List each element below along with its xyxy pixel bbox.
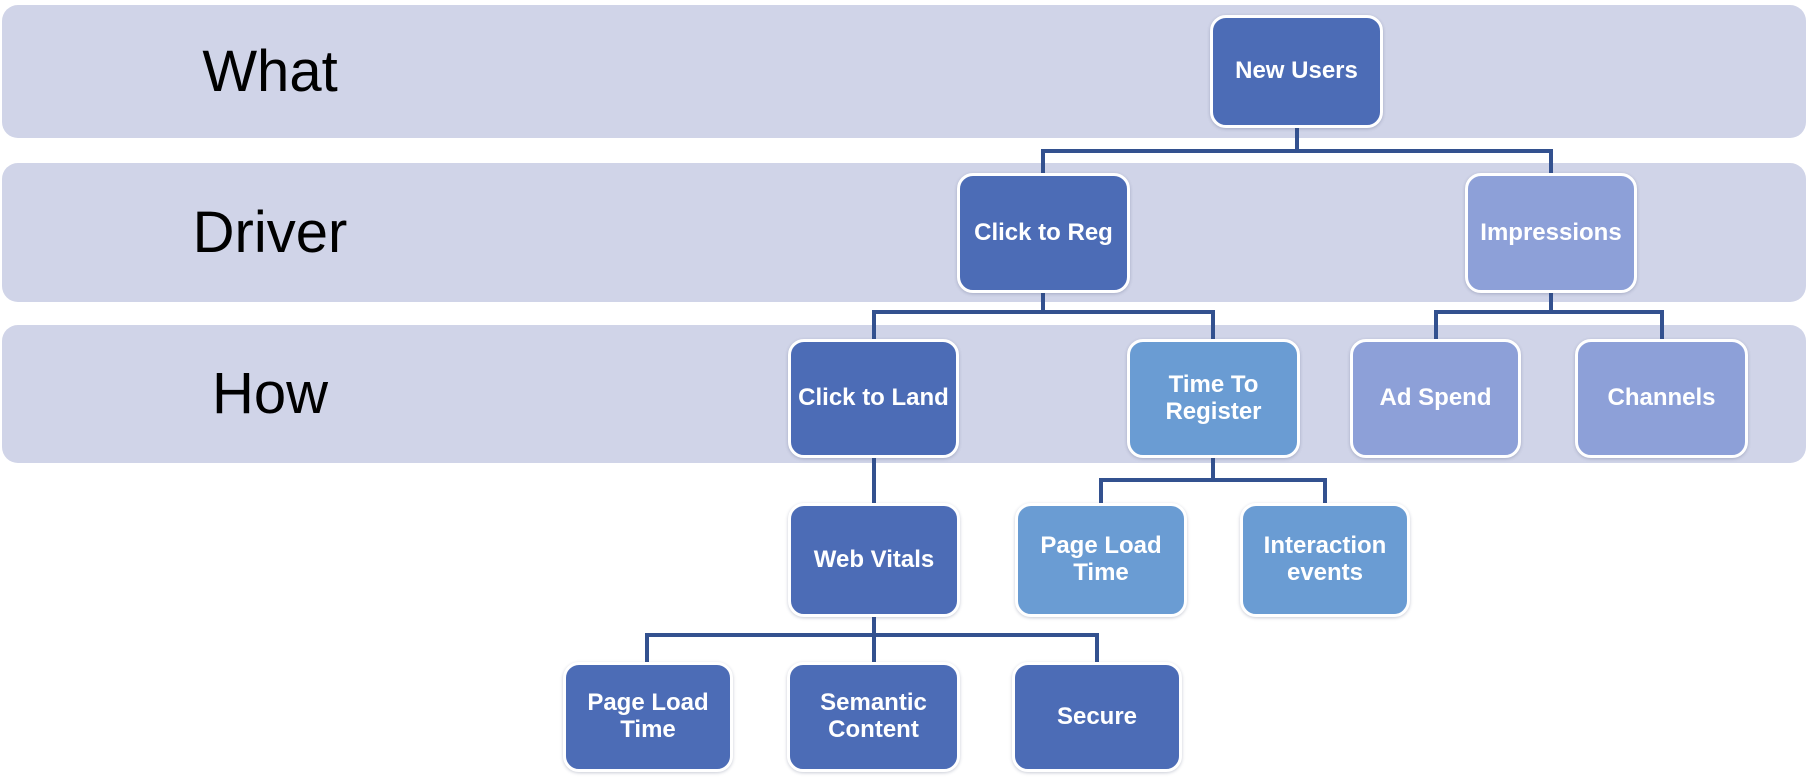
- edge-time-to-register-children: [1099, 478, 1327, 503]
- node-label: Page Load Time: [1040, 532, 1162, 586]
- node-label: Impressions: [1480, 218, 1622, 246]
- edge-web-vitals-children: [645, 633, 1099, 662]
- node-label: Web Vitals: [813, 545, 935, 573]
- node-semantic-content: Semantic Content: [787, 662, 960, 772]
- node-label: Page Load Time: [587, 689, 709, 743]
- row-label-what: What: [202, 39, 338, 104]
- node-label: New Users: [1235, 57, 1358, 85]
- node-label: Secure: [1056, 702, 1138, 730]
- edge-impressions-children: [1434, 310, 1664, 339]
- node-ad-spend: Ad Spend: [1350, 339, 1521, 458]
- edge-new-users-children: [1041, 149, 1553, 173]
- node-click-to-reg: Click to Reg: [957, 173, 1130, 293]
- node-label: Channels: [1607, 384, 1716, 412]
- row-band-what: [2, 5, 1806, 138]
- node-label: Semantic Content: [820, 689, 927, 743]
- node-secure: Secure: [1012, 662, 1182, 772]
- node-page-load-time-register: Page Load Time: [1015, 503, 1187, 617]
- node-click-to-land: Click to Land: [788, 339, 959, 458]
- row-label-how: How: [211, 361, 329, 426]
- row-label-driver: Driver: [192, 200, 348, 265]
- node-label: Interaction events: [1263, 532, 1387, 586]
- node-interaction-events: Interaction events: [1240, 503, 1410, 617]
- node-label: Time To Register: [1165, 370, 1262, 425]
- node-label: Click to Reg: [974, 218, 1113, 246]
- node-page-load-time-vitals: Page Load Time: [563, 662, 733, 772]
- node-channels: Channels: [1575, 339, 1748, 458]
- node-time-to-register: Time To Register: [1127, 339, 1300, 458]
- edge-click-to-reg-children: [872, 310, 1215, 339]
- node-impressions: Impressions: [1465, 173, 1637, 293]
- node-web-vitals: Web Vitals: [788, 503, 960, 617]
- node-label: Ad Spend: [1379, 384, 1492, 412]
- node-new-users: New Users: [1210, 15, 1383, 128]
- node-label: Click to Land: [798, 384, 949, 412]
